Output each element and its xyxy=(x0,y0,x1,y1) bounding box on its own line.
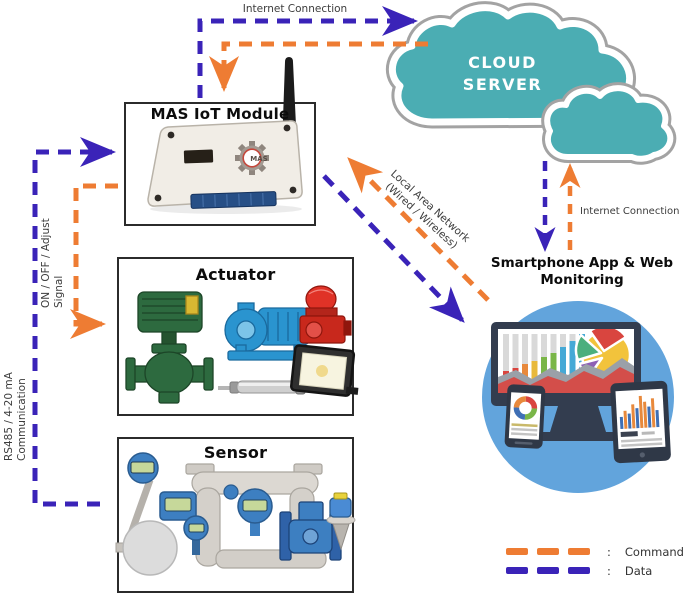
legend-row-command: : Command xyxy=(506,543,684,560)
tablet xyxy=(610,380,671,464)
magnetic-flow-meter xyxy=(279,501,342,561)
tablet-home-button xyxy=(639,452,645,458)
legend-command-label: Command xyxy=(624,544,684,559)
mas-gear-logo: MAS xyxy=(235,141,269,175)
onoff-signal-label: ON / OFF / Adjust Signal xyxy=(40,208,68,308)
centrifugal-pump xyxy=(224,302,311,361)
mas-module-box: MAS xyxy=(124,57,316,226)
coriolis-transmitter xyxy=(237,488,273,536)
legend-row-data: : Data xyxy=(506,562,684,579)
device-display xyxy=(183,149,214,164)
arrow-data-sensor-to-module xyxy=(32,137,116,507)
mas-module-title: MAS IoT Module xyxy=(150,105,290,123)
monitoring-heading-line2: Monitoring xyxy=(540,272,624,288)
monitor-base xyxy=(538,432,618,441)
phone-donut-chart xyxy=(513,396,538,420)
arrow-data-module-to-cloud xyxy=(197,6,418,98)
control-valve xyxy=(125,291,214,404)
internet-connection-top-label: Internet Connection xyxy=(242,3,348,15)
cloud-label-line2: SERVER xyxy=(462,75,543,94)
rs485-label-line1: RS485 / 4-20 mA xyxy=(3,372,15,461)
arrow-command-module-to-actuator xyxy=(70,183,118,339)
legend: : Command : Data xyxy=(506,543,684,581)
actuator-box xyxy=(117,257,359,416)
pressure-transmitters xyxy=(115,452,209,576)
onoff-label-line1: ON / OFF / Adjust xyxy=(40,218,52,308)
device-screws xyxy=(154,124,297,202)
tablet-bar-chart xyxy=(619,395,660,430)
cloud-server-small-puff xyxy=(541,82,677,165)
alarm-siren xyxy=(299,285,352,344)
desktop-monitor xyxy=(491,322,641,441)
monitoring-illustration xyxy=(482,301,674,493)
arrow-command-monitoring-to-module xyxy=(347,157,490,302)
arrow-command-cloud-to-module xyxy=(209,41,428,92)
monitor-stand xyxy=(550,406,606,432)
data-dash-swatch xyxy=(506,567,599,574)
smartphone xyxy=(504,384,546,449)
internet-connection-right-label: Internet Connection xyxy=(580,206,680,217)
coriolis-flow-meter xyxy=(185,463,327,569)
onoff-label-line2: Signal xyxy=(53,275,65,308)
legend-separator: : xyxy=(607,544,611,559)
legend-data-label: Data xyxy=(624,563,653,578)
actuator-title: Actuator xyxy=(195,265,276,284)
floodlight xyxy=(290,344,359,397)
cloud-server-shape xyxy=(385,1,677,165)
legend-separator: : xyxy=(607,563,611,578)
cloud-server-label: CLOUD SERVER xyxy=(440,52,565,96)
mas-logo-text: MAS xyxy=(250,155,267,163)
terminal-strip xyxy=(190,191,277,209)
arrow-data-module-to-monitoring xyxy=(322,174,465,323)
phone-home-button xyxy=(514,441,533,445)
rs485-communication-label: RS485 / 4-20 mA Communication xyxy=(3,361,29,461)
sensor-title: Sensor xyxy=(203,443,268,462)
monitoring-heading-line1: Smartphone App & Web xyxy=(490,255,674,271)
cloud-label-line1: CLOUD xyxy=(468,53,537,72)
radar-level-sensor xyxy=(326,492,356,551)
arrows xyxy=(32,6,581,507)
rs485-label-line2: Communication xyxy=(16,378,28,461)
monitoring-heading: Smartphone App & Web Monitoring xyxy=(472,255,685,289)
sensor-box xyxy=(115,437,356,593)
command-dash-swatch xyxy=(506,548,599,555)
mas-module-device: MAS xyxy=(147,57,303,214)
